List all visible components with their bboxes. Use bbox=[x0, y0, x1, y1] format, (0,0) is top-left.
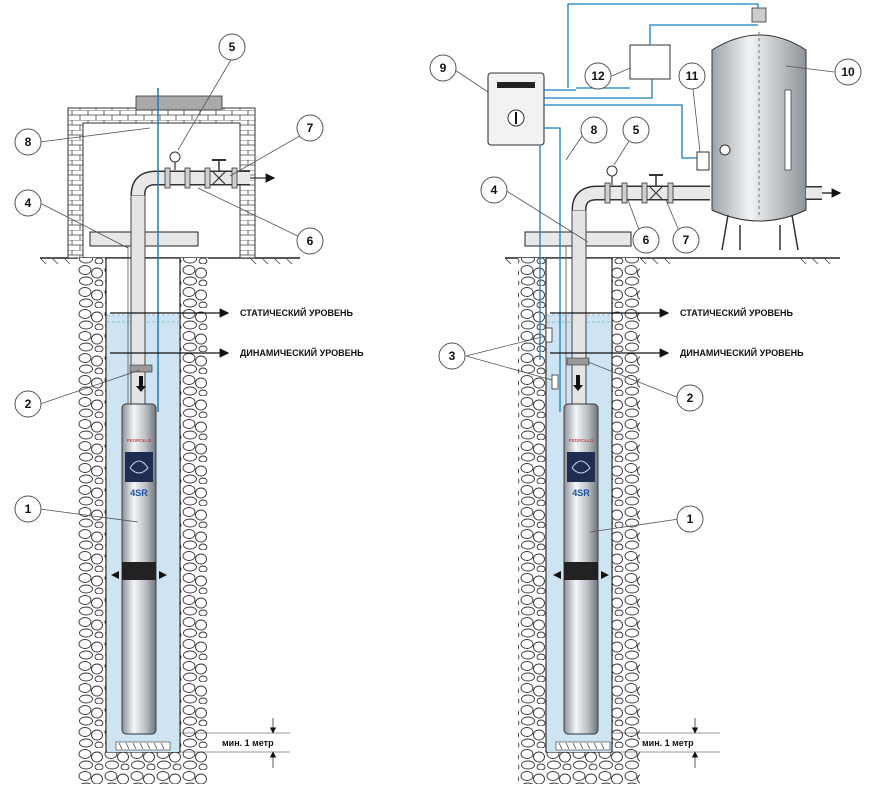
svg-text:5: 5 bbox=[229, 40, 236, 54]
svg-text:5: 5 bbox=[633, 123, 640, 137]
svg-text:3: 3 bbox=[449, 349, 456, 363]
pressure-switch bbox=[696, 151, 710, 171]
submersible-pump-left: PEDROLLO 4SR bbox=[111, 403, 167, 735]
svg-text:8: 8 bbox=[591, 123, 598, 137]
callout-1-right: 1 bbox=[676, 505, 704, 533]
pressure-gauge-icon bbox=[169, 151, 181, 163]
callout-5-right: 5 bbox=[622, 116, 650, 144]
dynamic-level-label: ДИНАМИЧЕСКИЙ УРОВЕНЬ bbox=[240, 347, 364, 358]
submersible-pump-right: PEDROLLO 4SR bbox=[553, 403, 609, 735]
min-depth-label-right: мин. 1 метр bbox=[642, 738, 694, 748]
gravel-bottom bbox=[546, 752, 612, 784]
callout-5-left: 5 bbox=[218, 33, 246, 61]
svg-text:7: 7 bbox=[683, 233, 690, 247]
svg-text:2: 2 bbox=[687, 391, 694, 405]
min-depth-label-left: мин. 1 метр bbox=[222, 738, 274, 748]
callout-6-left: 6 bbox=[296, 227, 324, 255]
pressure-gauge-icon bbox=[606, 165, 618, 177]
pump-brand: PEDROLLO bbox=[569, 438, 594, 443]
svg-text:4: 4 bbox=[491, 183, 498, 197]
callout-3-right: 3 bbox=[438, 342, 466, 370]
svg-text:2: 2 bbox=[25, 397, 32, 411]
svg-text:9: 9 bbox=[440, 61, 447, 75]
gravel-left-wall bbox=[78, 258, 106, 784]
callout-6-right: 6 bbox=[632, 226, 660, 254]
svg-text:4: 4 bbox=[25, 196, 32, 210]
gravel-right-wall bbox=[612, 258, 640, 784]
callout-7-left: 7 bbox=[296, 114, 324, 142]
svg-text:11: 11 bbox=[686, 69, 699, 83]
svg-text:7: 7 bbox=[307, 121, 314, 135]
svg-text:8: 8 bbox=[25, 135, 32, 149]
svg-text:6: 6 bbox=[643, 233, 650, 247]
pump-brand: PEDROLLO bbox=[127, 438, 152, 443]
control-box bbox=[487, 72, 545, 146]
gravel-right-wall bbox=[180, 258, 208, 784]
callout-8-right: 8 bbox=[580, 116, 608, 144]
callout-11-right: 11 bbox=[678, 62, 706, 90]
pressure-tank bbox=[711, 7, 842, 251]
callout-8-left: 8 bbox=[14, 128, 42, 156]
pump-model: 4SR bbox=[130, 488, 148, 498]
static-level-label: СТАТИЧЕСКИЙ УРОВЕНЬ bbox=[240, 307, 353, 318]
dynamic-level-label: ДИНАМИЧЕСКИЙ УРОВЕНЬ bbox=[680, 347, 804, 358]
svg-text:1: 1 bbox=[25, 502, 32, 516]
callout-4-right: 4 bbox=[480, 176, 508, 204]
callout-4-left: 4 bbox=[14, 189, 42, 217]
pump-model: 4SR bbox=[572, 488, 590, 498]
callout-1-left: 1 bbox=[14, 495, 42, 523]
callout-10-right: 10 bbox=[834, 58, 862, 86]
left-diagram: PEDROLLO 4SR СТАТИЧЕСКИЙ УРОВЕНЬ ДИНАМИЧ… bbox=[14, 33, 364, 784]
callout-2-left: 2 bbox=[14, 390, 42, 418]
gravel-left-wall bbox=[518, 258, 546, 784]
callout-12-right: 12 bbox=[584, 62, 612, 90]
callout-2-right: 2 bbox=[676, 384, 704, 412]
svg-text:12: 12 bbox=[591, 69, 605, 83]
callout-7-right: 7 bbox=[672, 226, 700, 254]
relay-box bbox=[629, 44, 671, 80]
right-diagram: PEDROLLO 4SR СТАТИЧЕСКИЙ УРОВЕНЬ ДИНАМИЧ… bbox=[429, 3, 862, 784]
svg-text:6: 6 bbox=[307, 234, 314, 248]
svg-text:1: 1 bbox=[687, 512, 694, 526]
static-level-label: СТАТИЧЕСКИЙ УРОВЕНЬ bbox=[680, 307, 793, 318]
power-wiring bbox=[539, 3, 759, 412]
svg-text:10: 10 bbox=[841, 65, 855, 79]
gravel-bottom bbox=[106, 752, 180, 784]
callout-9-right: 9 bbox=[429, 54, 457, 82]
